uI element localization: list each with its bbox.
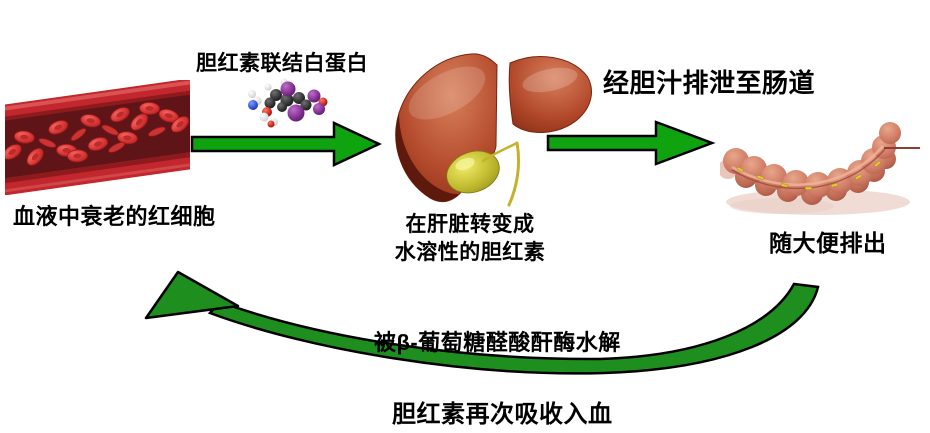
- label-albumin-binding: 胆红素联结白蛋白: [196, 52, 368, 75]
- label-liver-conversion-line2: 水溶性的胆红素: [394, 241, 546, 264]
- label-liver-conversion: 在肝脏转变成 水溶性的胆红素: [377, 211, 563, 267]
- curved-return-arrowhead: [144, 270, 240, 320]
- label-aged-rbc: 血液中衰老的红细胞: [13, 204, 216, 229]
- liver-illustration: [395, 53, 592, 207]
- label-bile-excretion: 经胆汁排泄至肠道: [603, 68, 816, 98]
- blood-vessel-illustration: [5, 80, 190, 195]
- label-hydrolysis: 被β-葡萄糖醛酸酐酶水解: [374, 330, 621, 355]
- albumin-molecule-illustration: [248, 78, 328, 128]
- label-liver-conversion-line1: 在肝脏转变成: [405, 213, 535, 236]
- label-reabsorption: 胆红素再次吸收入血: [392, 401, 613, 428]
- label-feces-excretion: 随大便排出: [769, 230, 887, 256]
- intestine-illustration: [720, 122, 920, 215]
